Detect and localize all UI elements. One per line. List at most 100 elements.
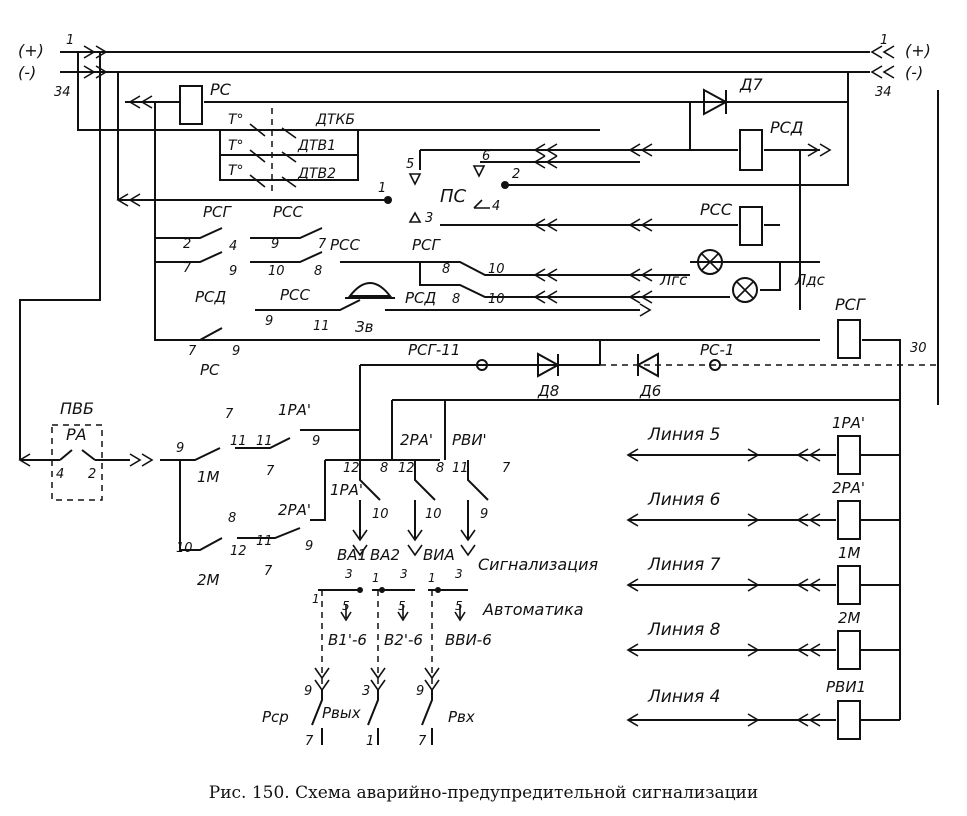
relay-rs-label: РС (210, 80, 232, 99)
lamp-lds-label: Лдс (794, 271, 826, 289)
num-7g: 7 (502, 461, 511, 476)
num-11a: 11 (313, 319, 330, 334)
ps-6: 6 (482, 149, 490, 164)
num-12b: 12 (343, 461, 360, 476)
num-7d: 7 (225, 407, 234, 422)
diode-d6-label: Д6 (639, 382, 661, 400)
num-10e: 10 (372, 507, 389, 522)
relay-rsg-label: РСГ (835, 295, 866, 314)
ps-2: 2 (512, 167, 520, 182)
ps-label: ПС (440, 186, 467, 207)
relay-2m-label: 2М (838, 609, 861, 627)
num-10d: 10 (176, 541, 193, 556)
num-7c: 7 (188, 344, 197, 359)
num-8f: 8 (436, 461, 444, 476)
pvb-2: 2 (88, 467, 96, 482)
temperature-sensors (219, 108, 359, 192)
bus-label-34-left: 34 (54, 85, 71, 100)
contacts-m-ra (160, 399, 900, 551)
num-10f: 10 (425, 507, 442, 522)
contact-rsd-left: РСД (195, 288, 227, 306)
contact-rss-bell: РСС (280, 286, 311, 304)
num-9h: 9 (480, 507, 488, 522)
num-9c: 9 (265, 314, 273, 329)
label-rvh: Рвх (448, 708, 475, 726)
contact-2ra: 2РА' (278, 501, 311, 519)
contact-rvi-mid: РВИ' (452, 431, 487, 449)
line-row-6 (626, 500, 900, 540)
sensor-dtv1: ДТВ1 (297, 138, 336, 154)
num-9i: 9 (304, 684, 312, 699)
lamp-lgs-label: Лгс (659, 271, 688, 289)
pvb-block (18, 424, 154, 501)
bell-zv-label: Зв (355, 318, 374, 336)
num-4: 4 (229, 239, 237, 254)
ps-triangle-6 (472, 165, 486, 178)
num-12c: 12 (398, 461, 415, 476)
ps-5: 5 (406, 157, 414, 172)
bottom-contacts (311, 667, 440, 745)
line-row-4 (626, 700, 900, 740)
relay-rss (739, 206, 763, 246)
num-2: 2 (183, 237, 191, 252)
switch-va2: ВА2 (370, 546, 400, 564)
num-7i: 7 (418, 734, 427, 749)
ps-triangle-5 (408, 173, 422, 186)
num-7e: 7 (266, 464, 275, 479)
switch-va1: ВА1 (337, 546, 367, 564)
relay-rvi1-label: РВИ1 (826, 678, 866, 696)
sensor-dtv2: ДТВ2 (297, 166, 336, 182)
contact-rss-mid: РСС (330, 236, 361, 254)
relay-1ra-label: 1РА' (832, 414, 865, 432)
pvb-label: ПВБ (60, 399, 94, 418)
contact-rsd-mid: РСД (405, 289, 437, 307)
line-row-8 (626, 630, 900, 670)
num-11e: 11 (452, 461, 469, 476)
lamp-lds (732, 277, 758, 303)
pvb-4: 4 (56, 467, 64, 482)
bus-minus-right: (-) (905, 63, 923, 82)
num-8e: 8 (380, 461, 388, 476)
figure-caption: Рис. 150. Схема аварийно-предупредительн… (208, 783, 759, 803)
line-row-7 (626, 565, 900, 605)
num-1d: 1 (366, 734, 374, 749)
contact-2ra-mid: 2РА' (400, 431, 433, 449)
num-11c: 11 (256, 434, 273, 449)
ps-1: 1 (378, 181, 386, 196)
num-1c: 1 (428, 571, 436, 585)
num-9b: 9 (229, 264, 237, 279)
switch-columns (318, 460, 489, 690)
lamp-lgs (697, 249, 723, 275)
num-10b: 10 (488, 262, 505, 277)
switch-bvi6: ВВИ-6 (445, 631, 492, 649)
num-7b: 7 (183, 261, 192, 276)
label-rvyh: Рвых (322, 704, 361, 722)
num-5c: 5 (455, 599, 463, 613)
num-3c: 3 (455, 567, 463, 581)
sensor-t3: Т° (228, 163, 244, 179)
ps-4: 4 (492, 199, 500, 214)
relay-2ra (837, 500, 861, 540)
line-5-label: Линия 5 (647, 425, 720, 445)
contact-1m: 1М (197, 468, 220, 486)
line-group (626, 435, 900, 740)
rss-relay-row (440, 206, 780, 246)
label-rsr: Рср (262, 708, 289, 726)
line-8-label: Линия 8 (647, 620, 721, 640)
num-9j: 9 (416, 684, 424, 699)
num-8c: 8 (452, 292, 460, 307)
bus-label-34-right: 34 (875, 85, 892, 100)
sensor-dtkb: ДТКБ (315, 112, 355, 128)
relay-1ra (837, 435, 861, 475)
relay-rvi1 (837, 700, 861, 740)
bus-label-1-left: 1 (66, 33, 74, 48)
num-3b: 3 (400, 567, 408, 581)
num-12a: 12 (230, 544, 247, 559)
diode-d7-label: Д7 (739, 75, 764, 94)
relay-rss-label: РСС (700, 200, 733, 219)
num-7h: 7 (305, 734, 314, 749)
sensor-t2: Т° (228, 138, 244, 154)
line-4-label: Линия 4 (647, 687, 720, 707)
label-rsg11: РСГ-11 (408, 341, 460, 359)
num-11b: 11 (230, 434, 247, 449)
